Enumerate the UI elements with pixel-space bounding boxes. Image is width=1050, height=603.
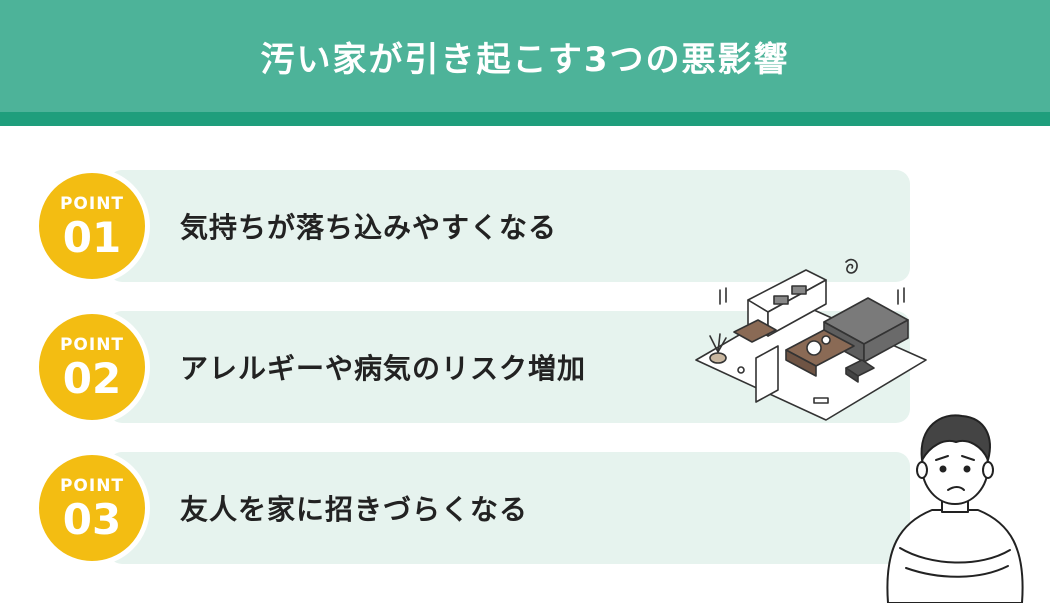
point-badge: POINT 03 (34, 450, 150, 566)
page-header: 汚い家が引き起こす3つの悪影響 (0, 0, 1050, 112)
point-item-1: 気持ちが落ち込みやすくなる POINT 01 (0, 168, 1050, 285)
point-badge: POINT 02 (34, 309, 150, 425)
point-text: 友人を家に招きづらくなる (180, 493, 529, 526)
point-card: 友人を家に招きづらくなる (108, 452, 910, 564)
point-badge-label: POINT (59, 334, 125, 355)
point-badge-label: POINT (59, 475, 125, 496)
worried-person-illustration (886, 414, 1024, 603)
point-text: 気持ちが落ち込みやすくなる (180, 211, 558, 244)
point-text: アレルギーや病気のリスク増加 (180, 352, 587, 385)
messy-room-illustration (695, 258, 927, 421)
point-badge-number: 03 (62, 494, 122, 544)
point-card: 気持ちが落ち込みやすくなる (108, 170, 910, 282)
point-badge-number: 02 (62, 353, 122, 403)
point-badge-number: 01 (62, 212, 122, 262)
point-badge-label: POINT (59, 193, 125, 214)
page-title: 汚い家が引き起こす3つの悪影響 (260, 39, 790, 80)
header-accent-bar (0, 112, 1050, 126)
point-item-3: 友人を家に招きづらくなる POINT 03 (0, 450, 1050, 567)
point-badge: POINT 01 (34, 168, 150, 284)
